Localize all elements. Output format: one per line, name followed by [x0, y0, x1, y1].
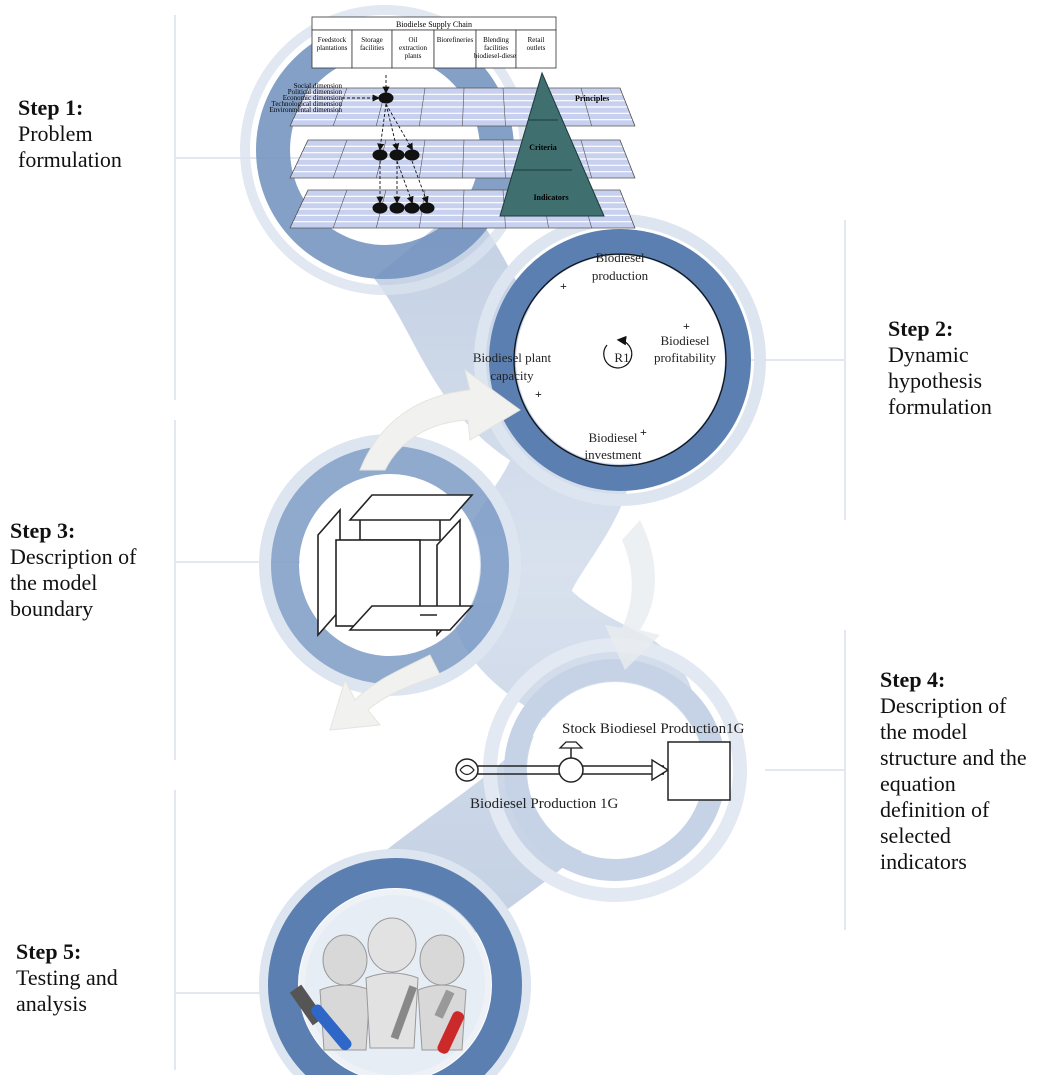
step-4: Step 4: Description of the model structu…: [880, 667, 1027, 875]
cl-node-capacity: Biodiesel plant: [473, 350, 552, 365]
step-1-desc: Problem formulation: [18, 121, 122, 172]
svg-text:+: +: [640, 425, 647, 439]
step-3-desc: Description of the model boundary: [10, 544, 137, 621]
step-5: Step 5: Testing and analysis: [16, 939, 118, 1017]
dimension-label: Social dimension: [294, 82, 343, 90]
stage-box: [475, 29, 517, 69]
cl-node-capacity-2: capacity: [490, 368, 534, 383]
dimension-label: Economic dimension: [283, 94, 343, 102]
stage-box: [351, 29, 393, 69]
stock-label: Stock Biodiesel Production1G: [562, 721, 745, 737]
step-4-label: Step 4:: [880, 667, 946, 692]
cl-node-profitability-2: profitability: [654, 350, 717, 365]
model-boundary-graphic: [317, 494, 474, 638]
valve-icon: [558, 741, 584, 783]
pyramid-label-criteria: Criteria: [529, 143, 557, 152]
stock-box: [667, 741, 731, 801]
pyramid-label-principles: Principles: [575, 94, 609, 103]
dimension-label: Political dimension: [288, 88, 343, 96]
flow-label: Biodiesel Production 1G: [470, 796, 618, 812]
step-2-label: Step 2:: [888, 316, 954, 341]
svg-text:+: +: [560, 279, 567, 293]
step-2-desc: Dynamic hypothesis formulation: [888, 342, 992, 419]
stage-label: Biorefineries: [437, 36, 474, 44]
step-2: Step 2: Dynamic hypothesis formulation: [888, 316, 992, 420]
loop-r1-icon: R1: [603, 335, 633, 369]
svg-text:+: +: [683, 319, 690, 333]
cl-node-investment: Biodiesel: [588, 430, 637, 445]
step-1-label: Step 1:: [18, 95, 84, 120]
step-3: Step 3: Description of the model boundar…: [10, 518, 136, 622]
cl-node-profitability: Biodiesel: [660, 333, 709, 348]
supply-chain-title: Biodielse Supply Chain: [396, 20, 472, 29]
dimension-label: Environmental dimension: [269, 106, 342, 114]
figures-with-tools-icon: [289, 895, 485, 1075]
svg-text:+: +: [535, 387, 542, 401]
stage-box: [311, 29, 353, 69]
stage-box: [391, 29, 435, 69]
cl-node-investment-2: investment: [584, 447, 641, 462]
dimension-label: Technological dimension: [272, 100, 343, 108]
loop-id: R1: [614, 350, 629, 365]
indicator-dots: [342, 75, 435, 214]
causal-loop-graphic: Biodiesel production Biodiesel profitabi…: [473, 250, 727, 467]
pyramid-label-indicators: Indicators: [533, 193, 568, 202]
guide-lines: [174, 15, 846, 1070]
cloud-source-icon: [455, 758, 479, 782]
step-5-label: Step 5:: [16, 939, 82, 964]
cl-node-production-2: production: [592, 268, 649, 283]
step-1: Step 1: Problem formulation: [18, 95, 122, 173]
pyramid: Principles Criteria Indicators: [499, 71, 609, 217]
step-4-desc: Description of the model structure and t…: [880, 693, 1027, 874]
stage-box: [515, 29, 557, 69]
polarity-signs: + + + +: [535, 279, 690, 439]
step-3-label: Step 3:: [10, 518, 76, 543]
stock-flow-graphic: Stock Biodiesel Production1G Biodiesel P…: [455, 721, 745, 812]
step-5-desc: Testing and analysis: [16, 965, 118, 1016]
cl-node-production: Biodiesel: [595, 250, 644, 265]
